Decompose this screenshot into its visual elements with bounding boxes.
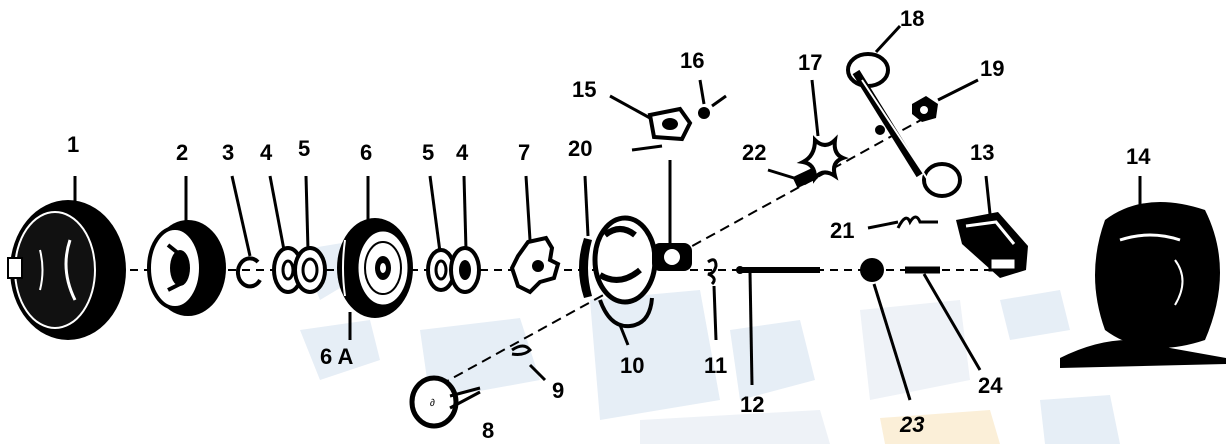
svg-text:∂: ∂	[430, 398, 435, 409]
label-21: 21	[830, 218, 854, 243]
label-23: 23	[899, 412, 924, 437]
label-18: 18	[900, 6, 924, 31]
clip-spring-part	[511, 344, 532, 356]
washer-part-5a	[293, 246, 327, 294]
front-cover-part	[7, 200, 126, 340]
crank-nut-part	[912, 96, 938, 122]
label-4b: 4	[456, 140, 469, 165]
bushing-part	[860, 258, 884, 282]
label-1: 1	[67, 132, 79, 157]
label-12: 12	[740, 392, 764, 417]
label-8: 8	[482, 418, 494, 443]
gear-part	[792, 167, 818, 189]
label-3: 3	[222, 140, 234, 165]
bracket-part	[579, 238, 592, 298]
label-2: 2	[176, 140, 188, 165]
star-drag-part	[796, 134, 849, 184]
crank-handle-part	[846, 52, 962, 198]
washer-part-4b	[449, 246, 481, 294]
hook-part	[707, 258, 718, 286]
label-5a: 5	[298, 136, 310, 161]
main-frame-part	[592, 160, 692, 305]
label-10: 10	[620, 353, 644, 378]
label-16: 16	[680, 48, 704, 73]
label-11: 11	[704, 353, 727, 378]
label-15: 15	[572, 77, 596, 102]
label-5b: 5	[422, 140, 434, 165]
leader-lines	[73, 24, 1142, 401]
label-14: 14	[1126, 144, 1151, 169]
spring-clip-part	[896, 215, 938, 229]
label-22: 22	[742, 140, 766, 165]
ratchet-plate-part	[509, 235, 561, 295]
reel-body-part	[1060, 202, 1226, 368]
spring-part	[598, 297, 654, 329]
part-number-labels: 1 2 3 4 5 6 6 A 5 4 7 20 15 16 8 9 10 11…	[67, 6, 1151, 443]
knob-screw-part: ∂	[409, 375, 481, 429]
label-20: 20	[568, 136, 592, 161]
label-7: 7	[518, 140, 530, 165]
label-6: 6	[360, 140, 372, 165]
label-24: 24	[978, 373, 1003, 398]
label-13: 13	[970, 140, 994, 165]
spool-part	[337, 218, 413, 318]
spool-housing-part	[147, 220, 226, 316]
shaft-part	[736, 266, 820, 274]
watermark	[300, 240, 1120, 444]
pawl-part	[631, 106, 693, 152]
label-9: 9	[552, 378, 564, 403]
line-guide-block-part	[956, 212, 1028, 278]
clip-part	[235, 256, 262, 289]
label-19: 19	[980, 56, 1004, 81]
label-17: 17	[798, 50, 822, 75]
pawl-screw-part	[698, 94, 727, 119]
label-4a: 4	[260, 140, 273, 165]
label-6a: 6 A	[320, 344, 354, 369]
